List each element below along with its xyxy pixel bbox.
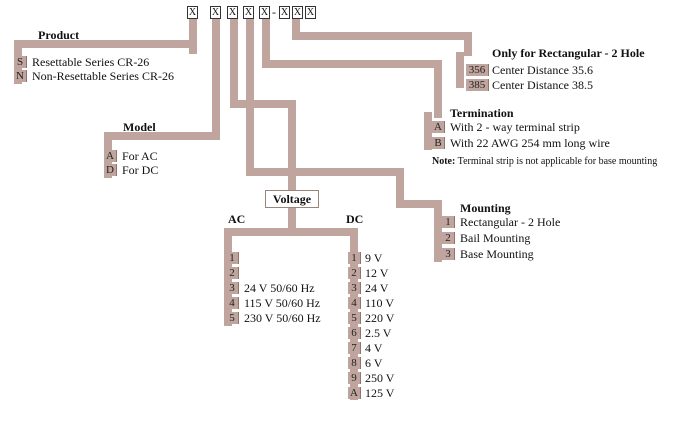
connector-mounting-drop bbox=[434, 200, 442, 262]
dc-text-7: 4 V bbox=[365, 341, 383, 355]
connector-model-v bbox=[212, 18, 220, 140]
product-title: Product bbox=[38, 28, 80, 42]
dc-text-1: 9 V bbox=[365, 251, 383, 265]
connector-mounting-h bbox=[246, 168, 404, 176]
termination-note: Note: Terminal strip is not applicable f… bbox=[432, 156, 657, 168]
model-text-d: For DC bbox=[122, 163, 159, 177]
rect-text-385: Center Distance 38.5 bbox=[492, 78, 593, 92]
connector-mounting-v bbox=[246, 18, 254, 176]
model-text-a: For AC bbox=[122, 149, 158, 163]
mounting-text-1: Rectangular - 2 Hole bbox=[460, 215, 561, 229]
voltage-ac-title: AC bbox=[228, 212, 246, 226]
rect-title: Only for Rectangular - 2 Hole bbox=[492, 46, 645, 60]
connector-rect-drop bbox=[456, 52, 464, 88]
ac-code-3: 3 bbox=[226, 282, 239, 294]
code-dash: - bbox=[272, 5, 276, 19]
connector-termination-v bbox=[262, 18, 270, 68]
connector-product-v bbox=[189, 18, 197, 54]
connector-voltage-h bbox=[230, 100, 296, 108]
model-title: Model bbox=[123, 120, 156, 134]
ac-code-4: 4 bbox=[226, 297, 239, 309]
voltage-title: Voltage bbox=[265, 190, 319, 208]
ac-text-4: 115 V 50/60 Hz bbox=[244, 296, 321, 310]
ac-code-5: 5 bbox=[226, 312, 239, 324]
dc-code-5: 5 bbox=[348, 312, 361, 324]
dc-text-3: 24 V bbox=[365, 281, 389, 295]
voltage-dc-title: DC bbox=[346, 212, 364, 226]
dc-text-a: 125 V bbox=[365, 386, 395, 400]
rect-code-385: 385 bbox=[466, 79, 489, 91]
rect-text-356: Center Distance 35.6 bbox=[492, 63, 593, 77]
dc-text-9: 250 V bbox=[365, 371, 395, 385]
dc-code-1: 1 bbox=[348, 252, 361, 264]
dc-code-a: A bbox=[348, 387, 361, 399]
termination-code-b: B bbox=[432, 137, 445, 149]
termination-text-a: With 2 - way terminal strip bbox=[450, 120, 580, 134]
connector-mounting-h2 bbox=[396, 200, 442, 208]
termination-code-a: A bbox=[432, 121, 445, 133]
model-code-a: A bbox=[104, 150, 117, 162]
code-box-suffix-3: X bbox=[305, 6, 316, 19]
ac-text-5: 230 V 50/60 Hz bbox=[244, 311, 321, 325]
code-box-termination: X bbox=[259, 6, 270, 19]
dc-code-4: 4 bbox=[348, 297, 361, 309]
connector-rect-v bbox=[292, 18, 300, 40]
code-box-mounting: X bbox=[243, 6, 254, 19]
product-text-n: Non-Resettable Series CR-26 bbox=[32, 69, 174, 83]
product-code-s: S bbox=[14, 56, 27, 68]
note-text: Terminal strip is not applicable for bas… bbox=[457, 156, 658, 167]
dc-code-7: 7 bbox=[348, 342, 361, 354]
code-box-model: X bbox=[210, 6, 221, 19]
dc-code-8: 8 bbox=[348, 357, 361, 369]
code-box-product: X bbox=[187, 6, 198, 19]
connector-voltage-v bbox=[230, 18, 238, 108]
connector-mounting-v2 bbox=[396, 168, 404, 208]
connector-product-h bbox=[14, 40, 197, 48]
mounting-text-3: Base Mounting bbox=[460, 247, 534, 261]
connector-termination-v2 bbox=[434, 60, 442, 118]
termination-text-b: With 22 AWG 254 mm long wire bbox=[450, 136, 610, 150]
note-label: Note: bbox=[432, 156, 456, 167]
dc-text-8: 6 V bbox=[365, 356, 383, 370]
product-code-n: N bbox=[14, 70, 27, 82]
rect-code-356: 356 bbox=[466, 64, 489, 76]
dc-code-6: 6 bbox=[348, 327, 361, 339]
ac-code-1: 1 bbox=[226, 252, 239, 264]
dc-code-2: 2 bbox=[348, 267, 361, 279]
dc-text-5: 220 V bbox=[365, 311, 395, 325]
connector-rect-v2 bbox=[464, 32, 472, 56]
connector-voltage-stem bbox=[288, 206, 296, 230]
dc-text-4: 110 V bbox=[365, 296, 395, 310]
mounting-text-2: Bail Mounting bbox=[460, 231, 531, 245]
dc-code-3: 3 bbox=[348, 282, 361, 294]
code-box-suffix-2: X bbox=[292, 6, 303, 19]
mounting-code-3: 3 bbox=[442, 248, 455, 260]
mounting-title: Mounting bbox=[460, 201, 511, 215]
mounting-code-1: 1 bbox=[442, 216, 455, 228]
dc-text-6: 2.5 V bbox=[365, 326, 392, 340]
termination-title: Termination bbox=[450, 106, 514, 120]
connector-rect-h bbox=[292, 32, 472, 40]
connector-termination-drop bbox=[424, 112, 432, 150]
ac-text-3: 24 V 50/60 Hz bbox=[244, 281, 315, 295]
connector-voltage-v2 bbox=[288, 100, 296, 192]
dc-code-9: 9 bbox=[348, 372, 361, 384]
connector-voltage-split bbox=[224, 228, 358, 236]
product-text-s: Resettable Series CR-26 bbox=[32, 55, 150, 69]
connector-termination-h bbox=[262, 60, 442, 68]
mounting-code-2: 2 bbox=[442, 232, 455, 244]
connector-model-h bbox=[104, 132, 220, 140]
code-box-suffix-1: X bbox=[279, 6, 290, 19]
ac-code-2: 2 bbox=[226, 267, 239, 279]
dc-text-2: 12 V bbox=[365, 266, 389, 280]
model-code-d: D bbox=[104, 164, 117, 176]
code-box-voltage: X bbox=[227, 6, 238, 19]
